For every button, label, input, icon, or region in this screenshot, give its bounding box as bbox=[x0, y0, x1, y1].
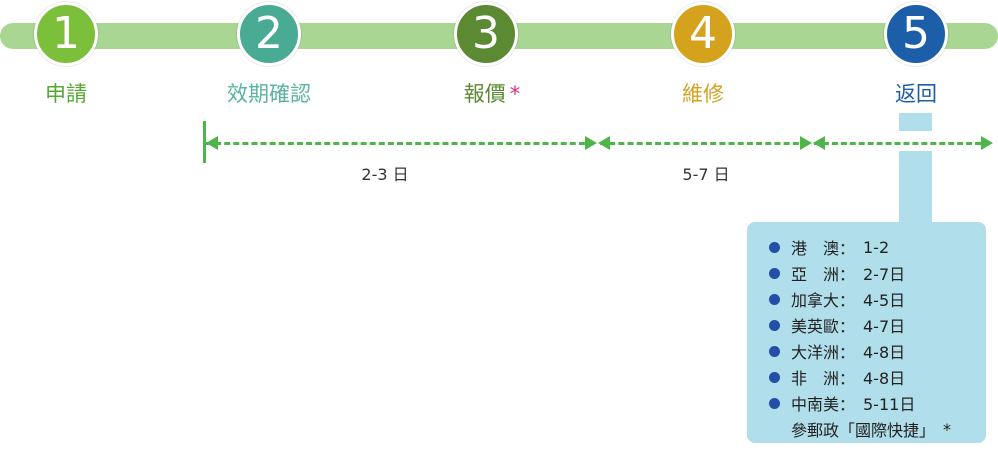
panel-connector bbox=[899, 151, 932, 224]
region-days: 2-7日 bbox=[863, 265, 906, 284]
region-name: 非 洲： bbox=[791, 369, 856, 388]
timeline-start-tick bbox=[203, 121, 206, 163]
bullet-icon bbox=[769, 397, 780, 409]
step-4-circle: 4 bbox=[671, 2, 735, 66]
bullet-icon bbox=[769, 319, 780, 331]
step-5-circle: 5 bbox=[884, 2, 948, 66]
region-name: 中南美： bbox=[791, 395, 856, 414]
step-3-label: 報價 bbox=[463, 82, 506, 106]
region-name: 美英歐： bbox=[791, 317, 856, 336]
region-name: 亞 洲： bbox=[791, 265, 856, 284]
duration-label-1: 2-3 日 bbox=[361, 165, 409, 184]
region-name: 加拿大： bbox=[791, 291, 856, 310]
step-2-number: 2 bbox=[255, 8, 283, 59]
step-2-circle: 2 bbox=[237, 2, 301, 66]
step-3-number: 3 bbox=[472, 8, 500, 59]
step-3-asterisk: * bbox=[509, 82, 521, 106]
step-1-circle: 1 bbox=[34, 2, 98, 66]
region-days: 4-7日 bbox=[863, 317, 906, 336]
step-1-number: 1 bbox=[52, 8, 80, 59]
region-row: 美英歐： 4-7日 bbox=[769, 312, 986, 338]
bullet-icon bbox=[769, 293, 780, 305]
bullet-icon bbox=[769, 267, 780, 279]
bullet-icon bbox=[769, 241, 780, 253]
region-days: 5-11日 bbox=[863, 395, 916, 414]
bullet-icon bbox=[769, 345, 780, 357]
region-row: 港 澳： 1-2 bbox=[769, 234, 986, 260]
region-row: 亞 洲： 2-7日 bbox=[769, 260, 986, 286]
step-5-label: 返回 bbox=[895, 82, 937, 106]
region-days: 4-8日 bbox=[863, 343, 906, 362]
region-days: 4-8日 bbox=[863, 369, 906, 388]
step-4-number: 4 bbox=[689, 8, 717, 59]
step-3-label-group: 報價* bbox=[464, 78, 521, 108]
duration-arrow-1 bbox=[206, 142, 594, 145]
step-4-label: 維修 bbox=[682, 82, 724, 106]
shipping-panel: 港 澳： 1-2 亞 洲： 2-7日 加拿大： 4-5日 美英歐： 4-7日 大洋洲： 4… bbox=[747, 222, 986, 443]
region-name: 大洋洲： bbox=[791, 343, 856, 362]
shipping-note-text: 參郵政「國際快捷」 bbox=[791, 421, 936, 440]
duration-label-2: 5-7 日 bbox=[682, 165, 730, 184]
step-1-label: 申請 bbox=[45, 82, 87, 106]
step-5-number: 5 bbox=[902, 8, 930, 59]
region-row: 中南美： 5-11日 bbox=[769, 390, 986, 416]
duration-arrow-2 bbox=[600, 142, 808, 145]
panel-connector-top bbox=[899, 113, 932, 131]
region-row: 加拿大： 4-5日 bbox=[769, 286, 986, 312]
step-2-label: 效期確認 bbox=[227, 82, 311, 106]
region-days: 4-5日 bbox=[863, 291, 906, 310]
bullet-icon bbox=[769, 371, 780, 383]
region-row: 大洋洲： 4-8日 bbox=[769, 338, 986, 364]
region-days: 1-2 bbox=[863, 237, 890, 257]
shipping-note-asterisk: * bbox=[943, 419, 952, 439]
duration-arrow-3 bbox=[814, 142, 990, 145]
shipping-note: 參郵政「國際快捷」 * bbox=[769, 416, 986, 442]
region-row: 非 洲： 4-8日 bbox=[769, 364, 986, 390]
step-3-circle: 3 bbox=[454, 2, 518, 66]
region-name: 港 澳： bbox=[791, 239, 856, 258]
